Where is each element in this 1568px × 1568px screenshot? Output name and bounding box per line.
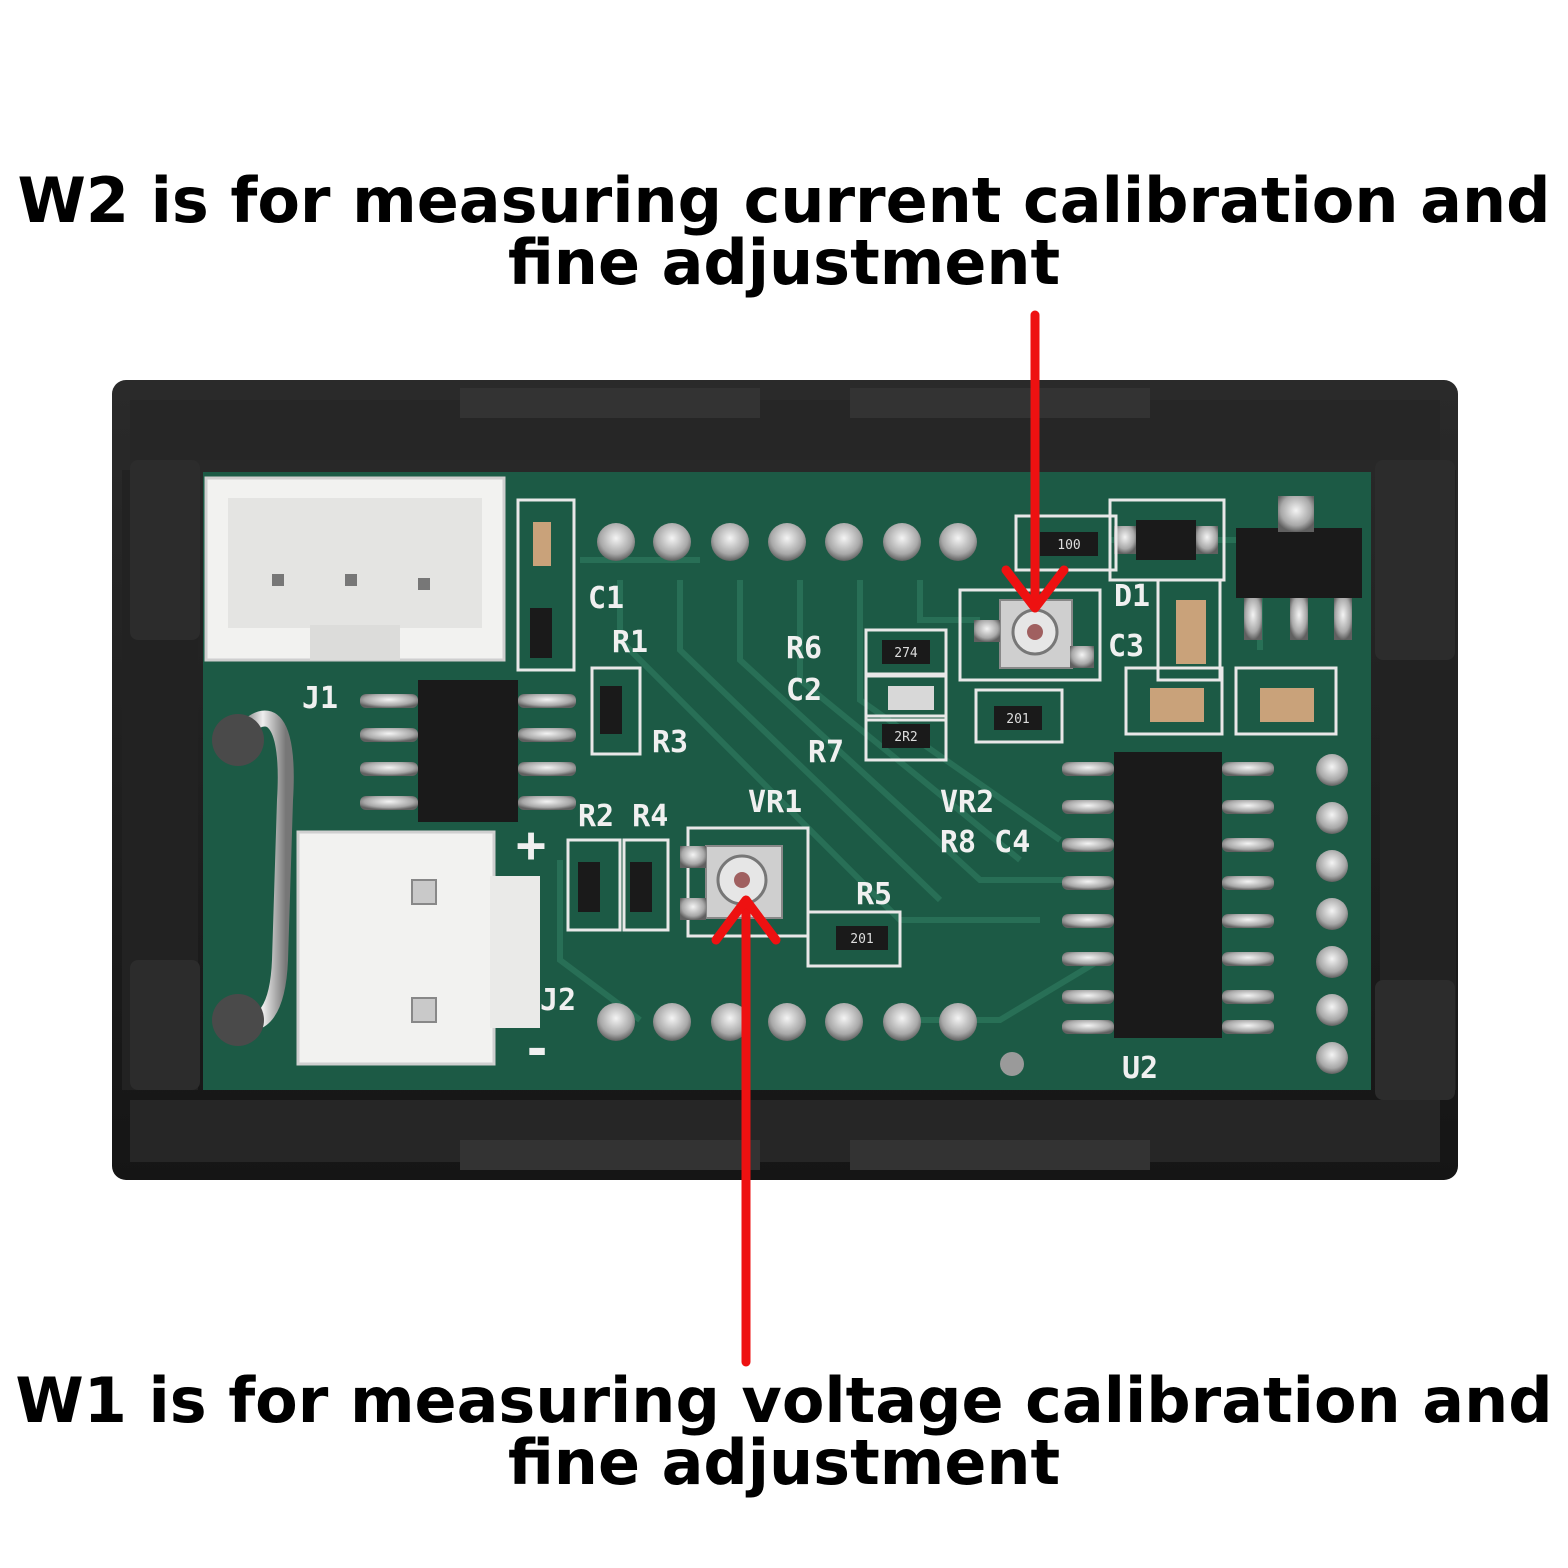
label-j1: J1	[302, 681, 338, 716]
w2-annotation-line2: fine adjustment	[507, 226, 1061, 299]
label-r5: R5	[856, 877, 892, 912]
bottom-header-pins	[597, 1003, 977, 1041]
label-u2: U2	[1122, 1051, 1158, 1086]
w1-annotation: W1 is for measuring voltage calibration …	[0, 1370, 1568, 1494]
label-j2: J2	[540, 983, 576, 1018]
arrow-to-w2	[1001, 310, 1069, 613]
bottom-white-connector	[296, 830, 540, 1066]
w2-annotation-line1: W2 is for measuring current calibration …	[17, 164, 1551, 237]
top-header-pins	[597, 523, 977, 561]
label-d1: D1	[1114, 579, 1150, 614]
label-c3: C3	[1108, 629, 1144, 664]
diode-d1	[1114, 520, 1218, 560]
label-r7: R7	[808, 735, 844, 770]
resistor-code-100: 100	[1057, 538, 1080, 553]
op-amp-chip	[360, 680, 576, 822]
label-plus: +	[516, 816, 546, 874]
test-pad	[1000, 1052, 1024, 1076]
label-r3: R3	[652, 725, 688, 760]
silkscreen-outlines	[516, 498, 1338, 968]
label-r2-r4: R2 R4	[578, 799, 668, 834]
label-c1: C1	[588, 581, 624, 616]
resistor-code-201: 201	[1006, 712, 1029, 727]
w2-annotation: W2 is for measuring current calibration …	[0, 170, 1568, 294]
resistor-code-274: 274	[894, 646, 918, 661]
arrow-to-w1	[711, 895, 781, 1367]
label-minus: -	[522, 1020, 552, 1078]
label-r8-c4: R8 C4	[940, 825, 1030, 860]
label-vr1: VR1	[748, 785, 802, 820]
w1-annotation-line2: fine adjustment	[507, 1426, 1061, 1499]
label-vr2: VR2	[940, 785, 994, 820]
top-white-connector	[204, 476, 506, 662]
right-side-pins	[1316, 754, 1348, 1074]
resistor-code-222: 2R2	[894, 730, 917, 745]
label-r6: R6	[786, 631, 822, 666]
main-chip-u2	[1062, 752, 1274, 1038]
w1-annotation-line1: W1 is for measuring voltage calibration …	[15, 1364, 1553, 1437]
resistor-code-201-b: 201	[850, 932, 873, 947]
label-c2: C2	[786, 673, 822, 708]
smd-resistors	[530, 532, 1098, 950]
voltage-regulator	[1236, 496, 1362, 640]
shunt-wire	[212, 710, 294, 1046]
label-r1: R1	[612, 625, 648, 660]
smd-capacitors	[533, 522, 1314, 722]
